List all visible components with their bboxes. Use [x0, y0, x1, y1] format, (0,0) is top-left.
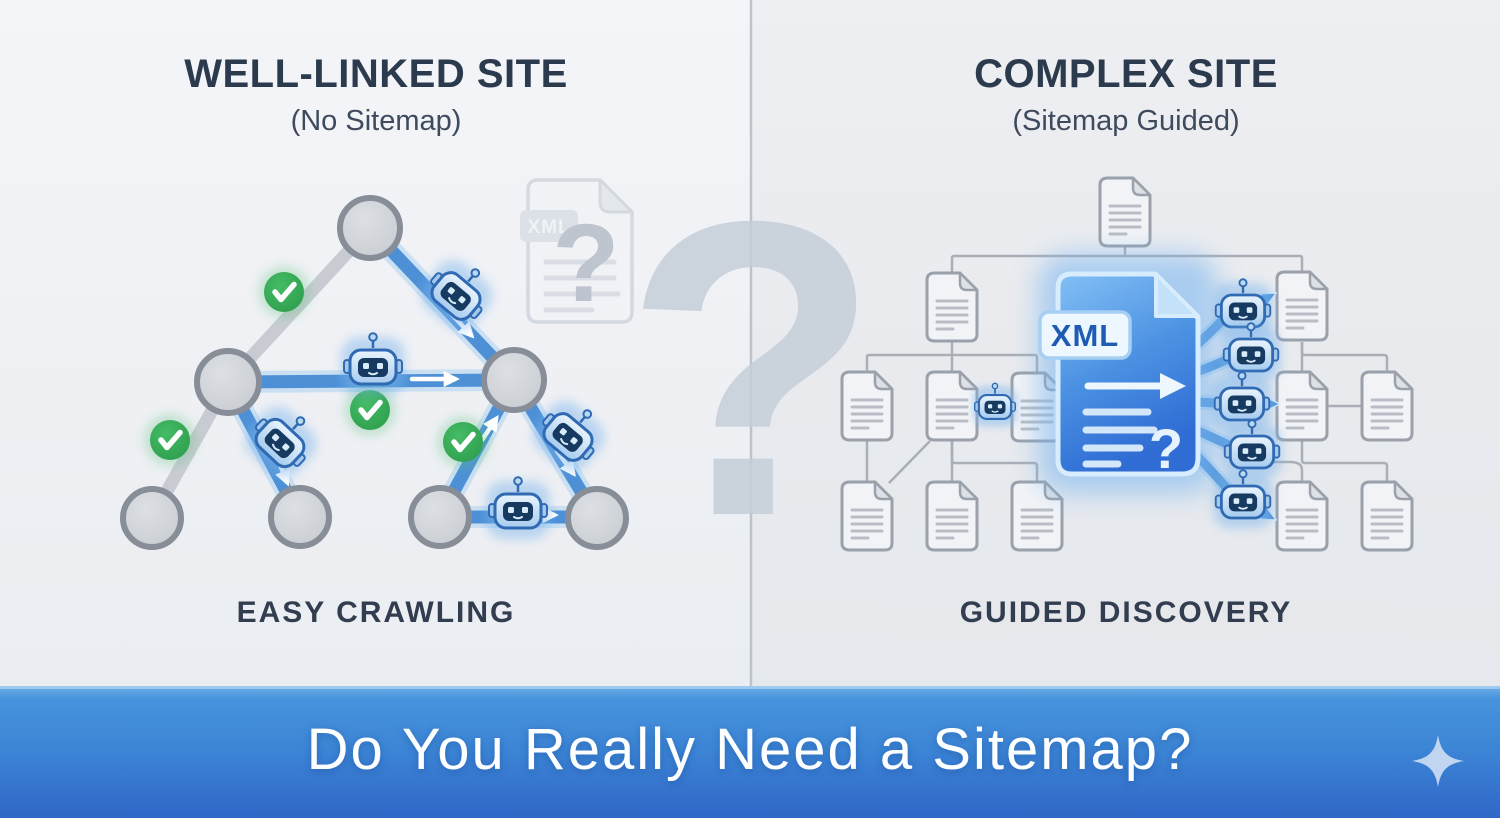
right-panel-subtitle: (Sitemap Guided)	[1012, 105, 1240, 137]
document-icon	[1275, 480, 1329, 552]
right-panel-caption: GUIDED DISCOVERY	[959, 596, 1293, 629]
document-icon	[1275, 270, 1329, 342]
page-node	[337, 195, 403, 261]
xml-sitemap-icon: XML ?	[1038, 254, 1218, 494]
robot-crawler-icon	[973, 383, 1018, 426]
robot-crawler-icon	[1212, 372, 1272, 430]
robot-crawler-icon	[341, 333, 405, 395]
document-icon	[1010, 480, 1064, 552]
left-panel-subtitle: (No Sitemap)	[290, 105, 462, 137]
document-icon	[1360, 480, 1414, 552]
document-icon	[1360, 370, 1414, 442]
document-icon	[1275, 370, 1329, 442]
center-question-mark: ?	[624, 135, 881, 604]
robot-crawler-icon	[1213, 470, 1273, 528]
page-node	[408, 485, 472, 549]
page-node	[120, 486, 184, 550]
diagram-art: ? XML ?	[120, 0, 1414, 686]
sparkle-icon	[1412, 735, 1464, 787]
banner-title: Do You Really Need a Sitemap?	[306, 716, 1194, 782]
tree-connectors	[865, 246, 1389, 484]
robot-crawler-icon	[413, 250, 502, 338]
document-icon	[840, 480, 894, 552]
ghost-question-mark: ?	[552, 202, 619, 325]
document-icon	[1098, 176, 1152, 248]
left-panel-title: WELL-LINKED SITE	[184, 52, 568, 96]
page-nodes	[120, 195, 629, 550]
robot-crawler-icon	[486, 477, 550, 539]
page-node	[194, 348, 262, 416]
document-icon	[925, 370, 979, 442]
document-icon	[840, 370, 894, 442]
xml-label: XML	[1051, 318, 1119, 353]
page-node	[268, 485, 332, 549]
robot-crawler-icon	[1221, 323, 1281, 381]
left-panel-caption: EASY CRAWLING	[236, 596, 516, 629]
left-panel-header: WELL-LINKED SITE (No Sitemap)	[0, 52, 752, 138]
page-node	[481, 347, 547, 413]
xml-question-mark: ?	[1149, 417, 1183, 480]
sitemap-tree: XML ?	[840, 176, 1414, 552]
document-icon	[925, 480, 979, 552]
site-graph: XML ?	[120, 178, 634, 550]
ghost-sitemap-icon: XML ?	[520, 178, 634, 325]
checkmark-icon	[437, 416, 489, 468]
ghost-xml-label: XML	[527, 217, 570, 238]
document-icon	[925, 271, 979, 343]
right-panel-header: COMPLEX SITE (Sitemap Guided)	[752, 52, 1500, 138]
right-panel-title: COMPLEX SITE	[974, 52, 1278, 96]
robot-crawler-icon	[1222, 420, 1282, 478]
bottom-banner: Do You Really Need a Sitemap?	[0, 686, 1500, 818]
checkmark-icon	[258, 266, 310, 318]
checkmark-icon	[144, 414, 196, 466]
page-node	[565, 486, 629, 550]
